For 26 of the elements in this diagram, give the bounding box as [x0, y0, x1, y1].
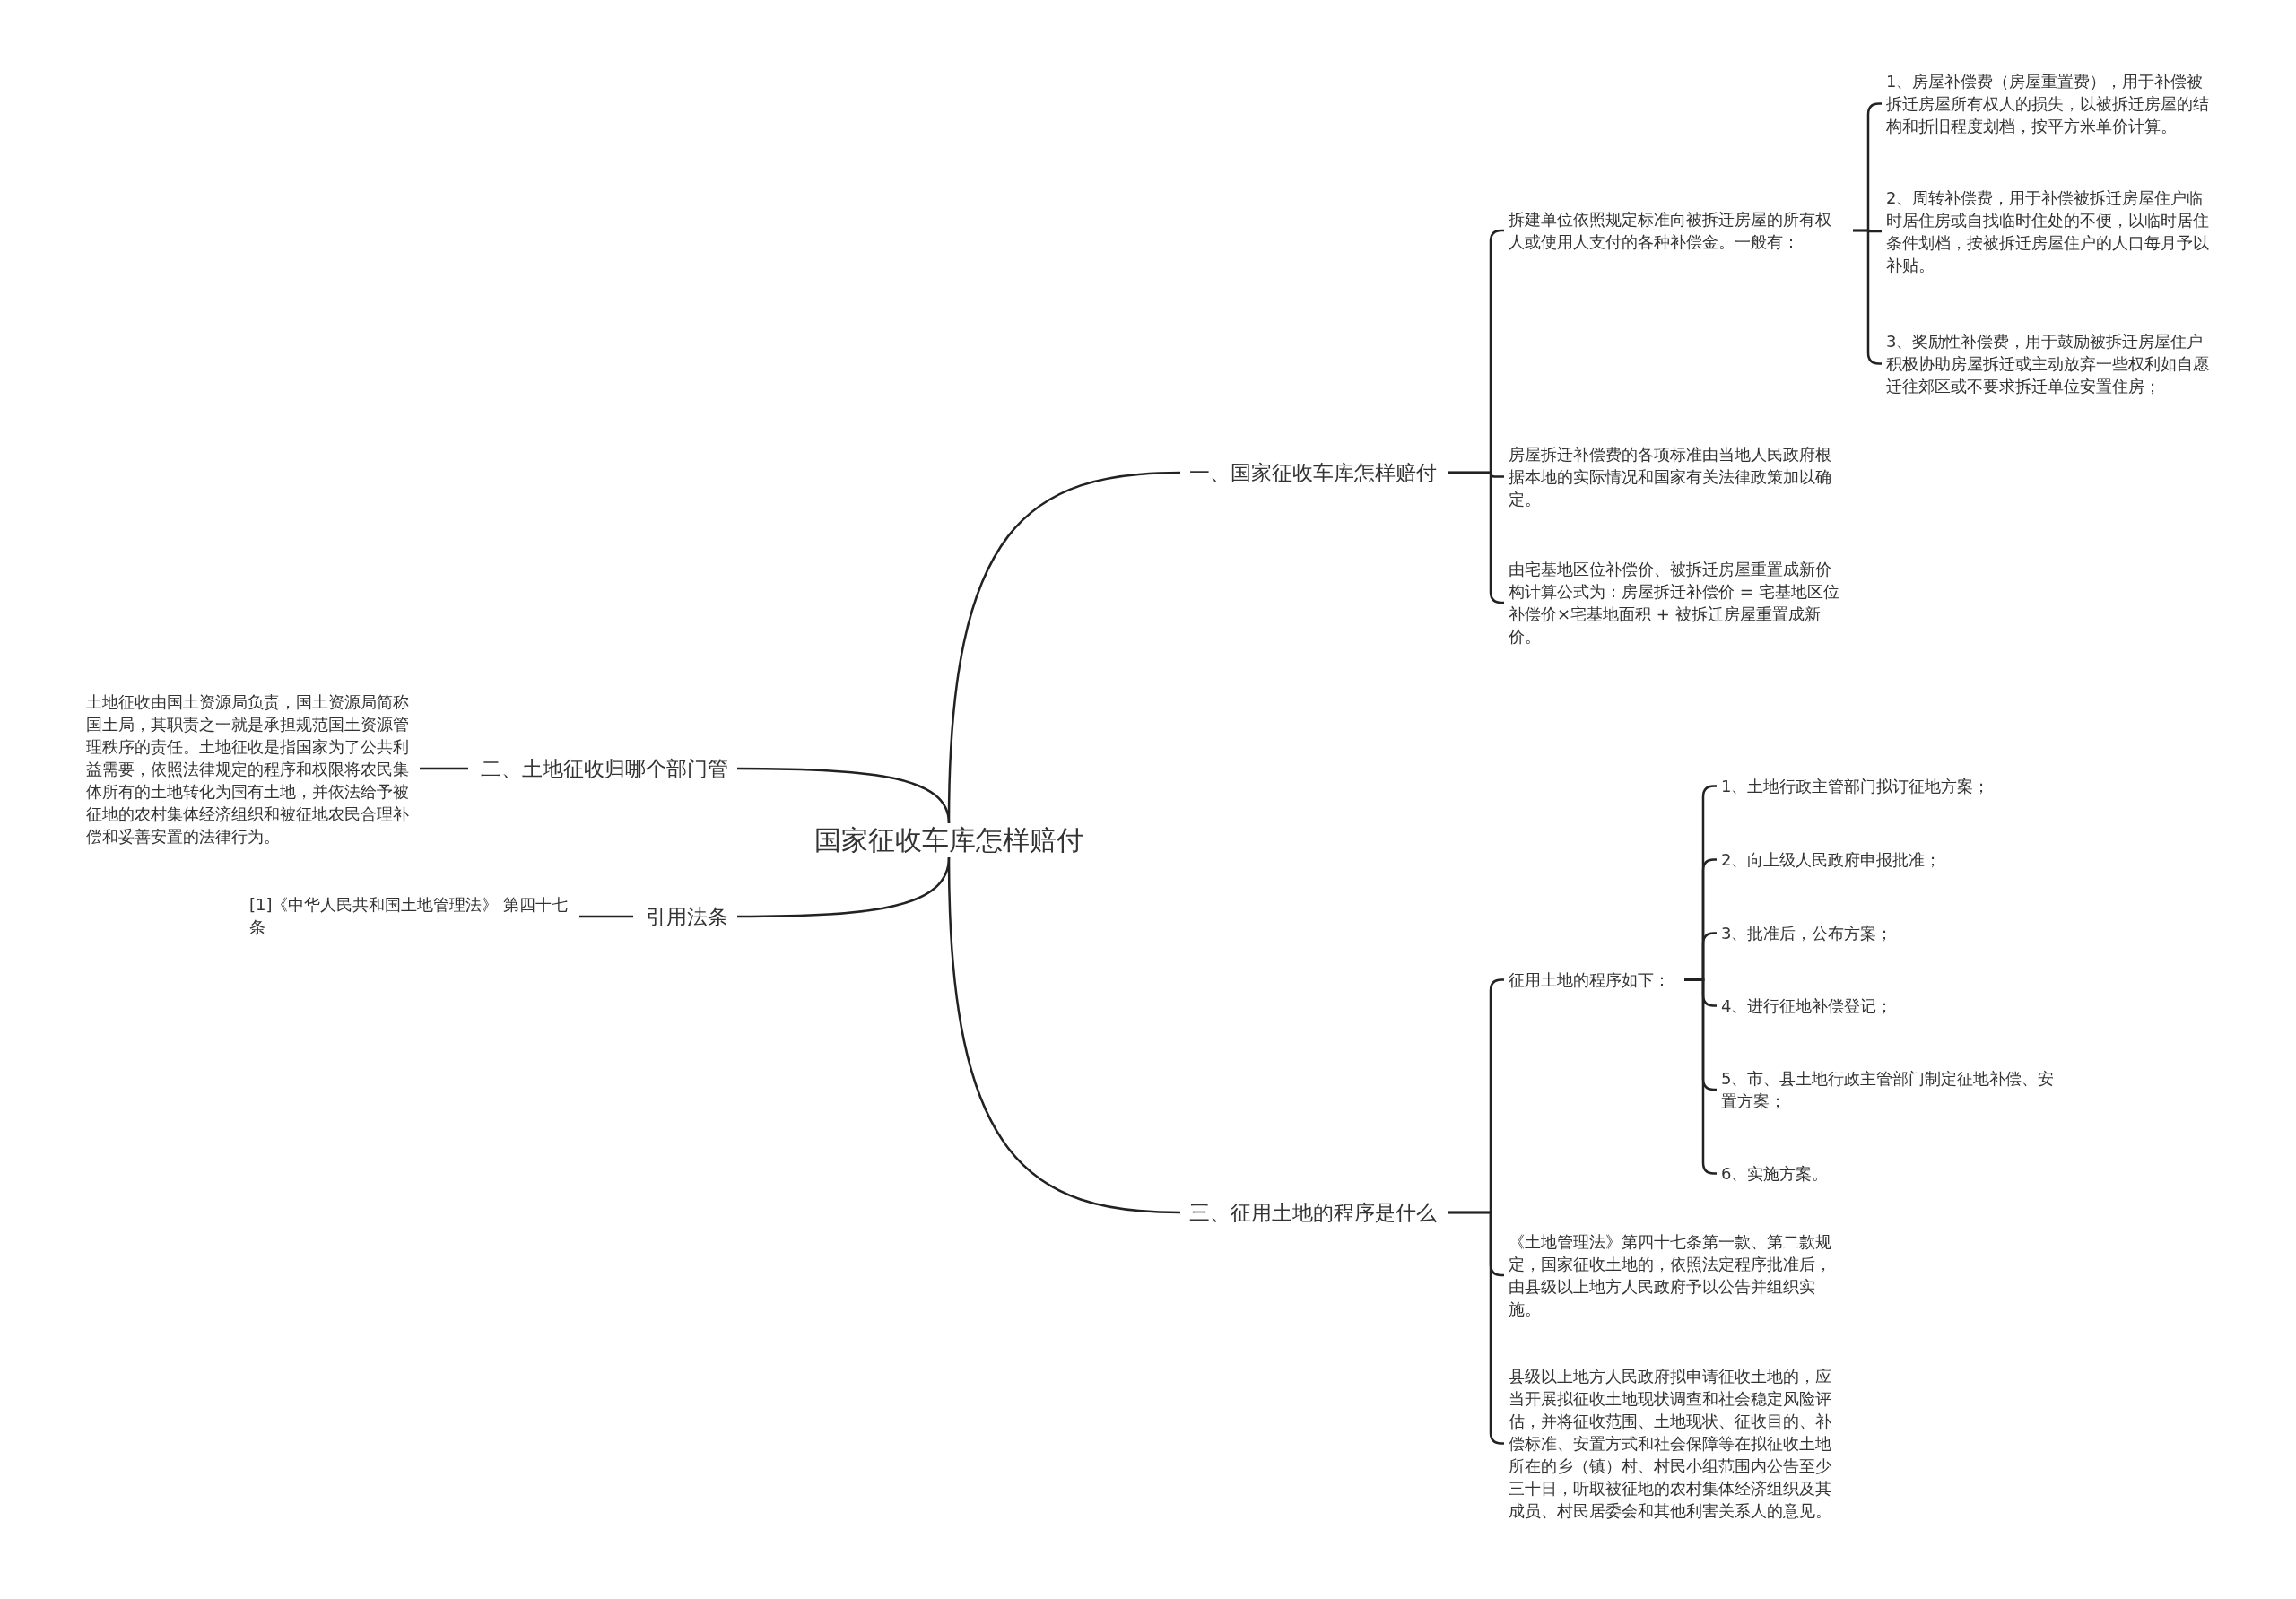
connector-line	[420, 767, 468, 770]
subtopic-text: 拆建单位依照规定标准向被拆迁房屋的所有权人或使用人支付的各种补偿金。一般有：	[1509, 208, 1842, 253]
subtopic-text: 由宅基地区位补偿价、被拆迁房屋重置成新价构计算公式为：房屋拆迁补偿价 = 宅基地区位补偿价×宅基地面积 + 被拆迁房屋重置成新价。	[1509, 558, 1842, 647]
subtopic-text: 《土地管理法》第四十七条第一款、第二款规定，国家征收土地的，依照法定程序批准后，由县级以上地方人民政府予以公告并组织实施。	[1509, 1230, 1842, 1320]
subtopic-text: 3、批准后，公布方案；	[1721, 922, 2055, 944]
subtopic-text: 县级以上地方人民政府拟申请征收土地的，应当开展拟征收土地现状调查和社会稳定风险评估，并将征收范围、土地现状、征收目的、补偿标准、安置方式和社会保障等在拟征收土地所在的乡（镇）村、村民小组范围内公告至少三十日，听取被征地的农村集体经济组织及其成员、村民居委会和其他利害关系人的意见。	[1509, 1365, 1842, 1522]
connector-line	[579, 915, 633, 918]
central-topic: 国家征收车库怎样赔付	[814, 823, 1101, 857]
subtopic-text: 土地征收由国土资源局负责，国土资源局简称国土局，其职责之一就是承担规范国土资源管理秩序的责任。土地征收是指国家为了公共利益需要，依照法律规定的程序和权限将农民集体所有的土地转化为国有土地，并依法给予被征地的农村集体经济组织和被征地农民合理补偿和妥善安置的法律行为。	[86, 691, 414, 847]
branch-topic: 三、征用土地的程序是什么	[1189, 1199, 1458, 1226]
subtopic-text: 4、进行征地补偿登记；	[1721, 995, 2055, 1017]
branch-topic: 一、国家征收车库怎样赔付	[1189, 459, 1458, 486]
branch-topic: 引用法条	[639, 903, 728, 930]
subtopic-text: 1、房屋补偿费（房屋重置费），用于补偿被拆迁房屋所有权人的损失，以被拆迁房屋的结构和折旧程度划档，按平方米单价计算。	[1886, 70, 2214, 137]
subtopic-text: [1]《中华人民共和国土地管理法》 第四十七条	[249, 893, 574, 938]
subtopic-text: 2、向上级人民政府申报批准；	[1721, 848, 2055, 871]
connector-line	[737, 767, 951, 824]
subtopic-text: 房屋拆迁补偿费的各项标准由当地人民政府根据本地的实际情况和国家有关法律政策加以确定。	[1509, 443, 1842, 510]
subtopic-text: 6、实施方案。	[1721, 1162, 2055, 1185]
subtopic-text: 2、周转补偿费，用于补偿被拆迁房屋住户临时居住房或自找临时住处的不便，以临时居住条件划档，按被拆迁房屋住户的人口每月予以补贴。	[1886, 187, 2214, 276]
subtopic-text: 征用土地的程序如下：	[1509, 969, 1674, 991]
connector-line	[947, 856, 1181, 1214]
branch-topic: 二、土地征收归哪个部门管	[459, 755, 728, 782]
subtopic-text: 3、奖励性补偿费，用于鼓励被拆迁房屋住户积极协助房屋拆迁或主动放弃一些权利如自愿迁往郊区或不要求拆迁单位安置住房；	[1886, 330, 2214, 397]
subtopic-text: 5、市、县土地行政主管部门制定征地补偿、安置方案；	[1721, 1067, 2055, 1112]
subtopic-text: 1、土地行政主管部门拟订征地方案；	[1721, 775, 2055, 797]
